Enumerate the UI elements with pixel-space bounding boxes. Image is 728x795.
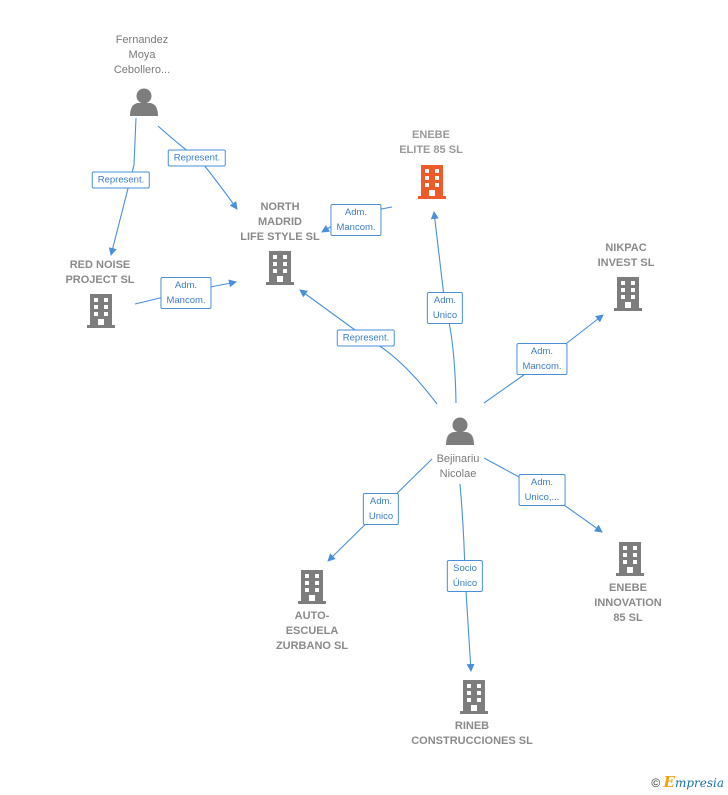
edge-label-adm-mancom: Adm. Mancom. <box>160 277 212 309</box>
building-icon <box>87 294 115 328</box>
person-icon <box>446 417 474 445</box>
edge-bejinariu-north-madrid-rep <box>299 289 438 405</box>
edge-label-socio-unico: Socio Único <box>446 560 484 592</box>
node-label-bejinariu[interactable]: Bejinariu Nicolae <box>436 453 480 480</box>
edge-label-adm-unico-more: Adm. Unico,... <box>518 474 566 506</box>
edge-label-adm-unico: Adm. Unico <box>362 493 400 525</box>
node-label-fernandez[interactable]: Fernandez Moya Cebollero... <box>113 34 171 76</box>
edge-label-represent: Represent. <box>91 171 151 189</box>
building-icon <box>460 680 488 714</box>
node-label-enebe-elite[interactable]: ENEBE ELITE 85 SL <box>399 129 463 156</box>
node-label-enebe-innovation[interactable]: ENEBE INNOVATION 85 SL <box>594 582 662 624</box>
edges <box>108 117 604 672</box>
edge-label-represent: Represent. <box>167 149 227 167</box>
node-label-nikpac[interactable]: NIKPAC INVEST SL <box>597 242 655 269</box>
node-label-red-noise[interactable]: RED NOISE PROJECT SL <box>65 259 135 286</box>
node-label-autoescuela[interactable]: AUTO- ESCUELA ZURBANO SL <box>275 610 349 652</box>
edge-fernandez-red-noise <box>108 117 137 256</box>
building-icon-highlight <box>418 165 446 199</box>
node-label-north-madrid[interactable]: NORTH MADRID LIFE STYLE SL <box>240 201 320 243</box>
building-icon <box>614 277 642 311</box>
edge-label-adm-mancom: Adm. Mancom. <box>516 343 568 375</box>
brand-logo[interactable]: Empresia <box>663 773 725 791</box>
edge-fernandez-north-madrid <box>157 125 238 210</box>
footer-brand: © Empresia <box>651 773 724 791</box>
edge-label-adm-unico: Adm. Unico <box>426 292 464 324</box>
edge-label-adm-mancom: Adm. Mancom. <box>330 204 382 236</box>
edge-label-represent: Represent. <box>336 329 396 347</box>
building-icon <box>616 542 644 576</box>
copyright-symbol: © <box>651 776 661 790</box>
building-icon <box>266 251 294 285</box>
person-icon <box>130 88 158 116</box>
node-label-rineb[interactable]: RINEB CONSTRUCCIONES SL <box>411 720 533 747</box>
building-icon <box>298 570 326 604</box>
